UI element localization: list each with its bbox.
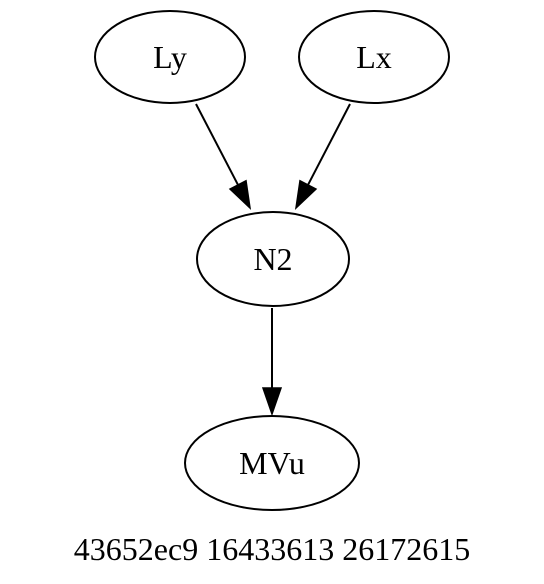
- graph-caption: 43652ec9 16433613 26172615: [74, 531, 470, 567]
- node-n2: N2: [196, 211, 350, 307]
- node-ellipse: [196, 211, 350, 307]
- arrowhead-icon: [228, 179, 252, 211]
- node-label: Ly: [153, 39, 187, 75]
- node-mvu: MVu: [184, 415, 360, 511]
- node-ellipse: [94, 10, 246, 104]
- node-ellipse: [298, 10, 450, 104]
- node-ly: Ly: [94, 10, 246, 104]
- edge-lx-to-n2: [294, 103, 351, 211]
- arrowhead-icon: [261, 387, 283, 417]
- edges-layer: [195, 103, 351, 417]
- edge-line: [307, 103, 351, 186]
- node-lx: Lx: [298, 10, 450, 104]
- edge-ly-to-n2: [195, 103, 252, 211]
- node-label: MVu: [239, 445, 305, 481]
- node-ellipse: [184, 415, 360, 511]
- edge-n2-to-mvu: [261, 308, 283, 417]
- node-label: N2: [253, 241, 292, 277]
- edge-line: [195, 103, 239, 186]
- node-label: Lx: [356, 39, 392, 75]
- arrowhead-icon: [294, 179, 318, 211]
